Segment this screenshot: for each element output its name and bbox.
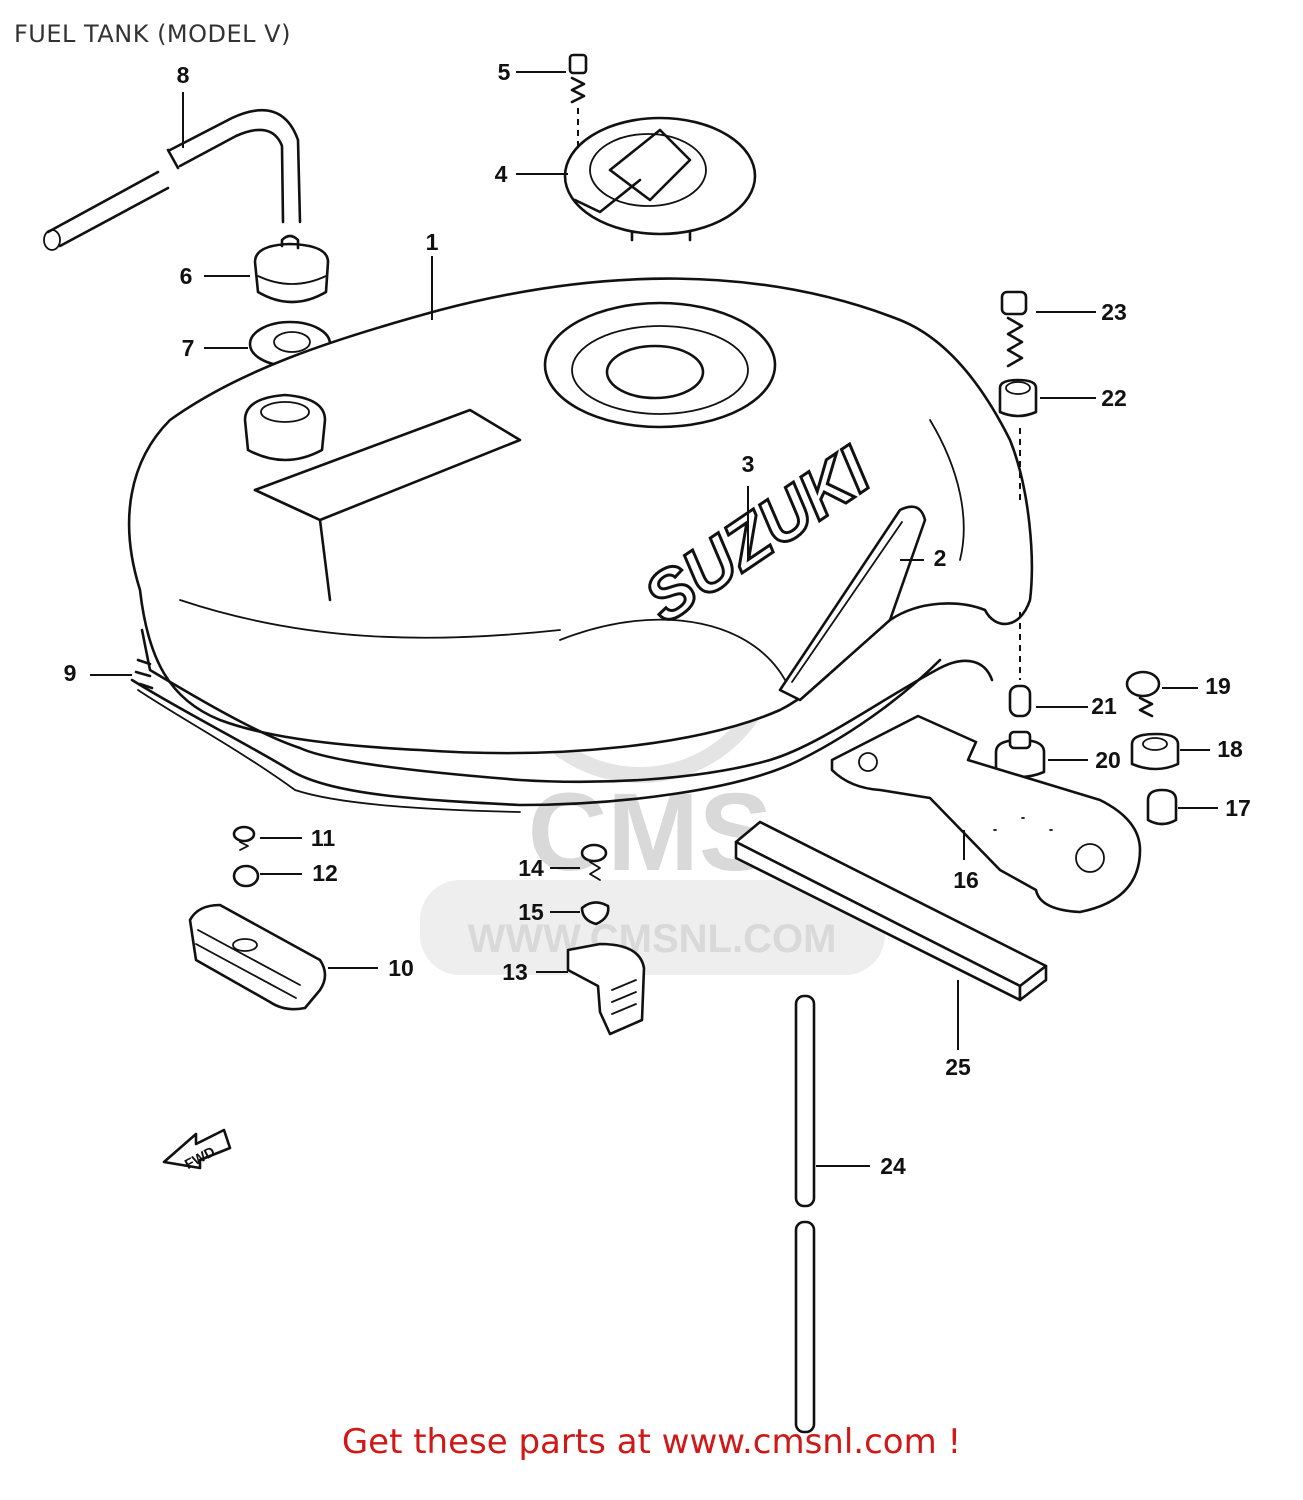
part-17-collar[interactable] bbox=[1146, 788, 1178, 826]
callout-20[interactable]: 20 bbox=[1095, 747, 1121, 773]
callout-21[interactable]: 21 bbox=[1091, 693, 1117, 719]
callout-3[interactable]: 3 bbox=[742, 451, 755, 477]
callout-1[interactable]: 1 bbox=[426, 229, 439, 255]
callout-5[interactable]: 5 bbox=[498, 59, 511, 85]
part-24-rod[interactable] bbox=[794, 994, 816, 1434]
part-14-screw[interactable] bbox=[580, 843, 608, 881]
watermark-url: WWW.CMSNL.COM bbox=[468, 917, 837, 961]
callout-8[interactable]: 8 bbox=[177, 62, 190, 88]
part-22-collar[interactable] bbox=[998, 378, 1038, 418]
part-11-screw[interactable] bbox=[232, 825, 256, 851]
watermark-brand: CMS bbox=[528, 771, 772, 894]
callout-6[interactable]: 6 bbox=[180, 263, 193, 289]
callout-22[interactable]: 22 bbox=[1101, 385, 1127, 411]
part-6-cap[interactable] bbox=[253, 234, 330, 304]
part-9-edge-trim[interactable] bbox=[134, 658, 154, 690]
callout-16[interactable]: 16 bbox=[953, 867, 979, 893]
part-1-fuel-tank[interactable] bbox=[127, 277, 1034, 813]
part-15-washer[interactable] bbox=[580, 901, 610, 926]
part-25-rubber-strip[interactable] bbox=[734, 820, 1048, 1002]
callout-17[interactable]: 17 bbox=[1225, 795, 1251, 821]
callout-7[interactable]: 7 bbox=[182, 335, 195, 361]
diagram-title: FUEL TANK (MODEL V) bbox=[14, 20, 291, 48]
part-12-nut[interactable] bbox=[232, 864, 260, 888]
part-19-screw[interactable] bbox=[1125, 670, 1161, 718]
callout-24[interactable]: 24 bbox=[880, 1153, 906, 1179]
part-10-front-damper[interactable] bbox=[188, 903, 327, 1011]
part-2-knee-pad[interactable] bbox=[778, 505, 927, 702]
part-8-breather-hose[interactable] bbox=[43, 109, 302, 251]
part-16-bracket[interactable] bbox=[830, 714, 1142, 914]
callout-4[interactable]: 4 bbox=[495, 161, 508, 187]
callout-23[interactable]: 23 bbox=[1101, 299, 1127, 325]
parts-link-footer[interactable]: Get these parts at www.cmsnl.com ! bbox=[341, 1422, 962, 1462]
watermark-banner bbox=[420, 880, 885, 975]
callout-15[interactable]: 15 bbox=[518, 899, 544, 925]
part-13-rubber-cushion[interactable] bbox=[566, 942, 646, 1036]
callout-numbers: 8 5 4 1 6 7 23 22 3 2 9 19 21 18 20 17 1… bbox=[64, 59, 1251, 1179]
part-21-pin[interactable] bbox=[1008, 684, 1032, 718]
callout-9[interactable]: 9 bbox=[64, 660, 77, 686]
callout-11[interactable]: 11 bbox=[311, 825, 336, 851]
callout-2[interactable]: 2 bbox=[934, 545, 947, 571]
part-5-screw[interactable] bbox=[568, 53, 588, 150]
part-4-fuel-cap[interactable] bbox=[563, 116, 757, 242]
callout-10[interactable]: 10 bbox=[388, 955, 414, 981]
callout-13[interactable]: 13 bbox=[502, 959, 528, 985]
callout-25[interactable]: 25 bbox=[945, 1054, 971, 1080]
cms-watermark: CMS WWW.CMSNL.COM bbox=[420, 497, 885, 975]
callout-19[interactable]: 19 bbox=[1205, 673, 1231, 699]
leader-lines bbox=[90, 71, 1218, 1167]
fwd-arrow: FWD bbox=[162, 1128, 232, 1172]
part-23-bolt[interactable] bbox=[1000, 290, 1028, 368]
callout-18[interactable]: 18 bbox=[1217, 736, 1243, 762]
callout-14[interactable]: 14 bbox=[518, 855, 544, 881]
part-18-grommet[interactable] bbox=[1130, 732, 1180, 771]
callout-12[interactable]: 12 bbox=[312, 860, 338, 886]
